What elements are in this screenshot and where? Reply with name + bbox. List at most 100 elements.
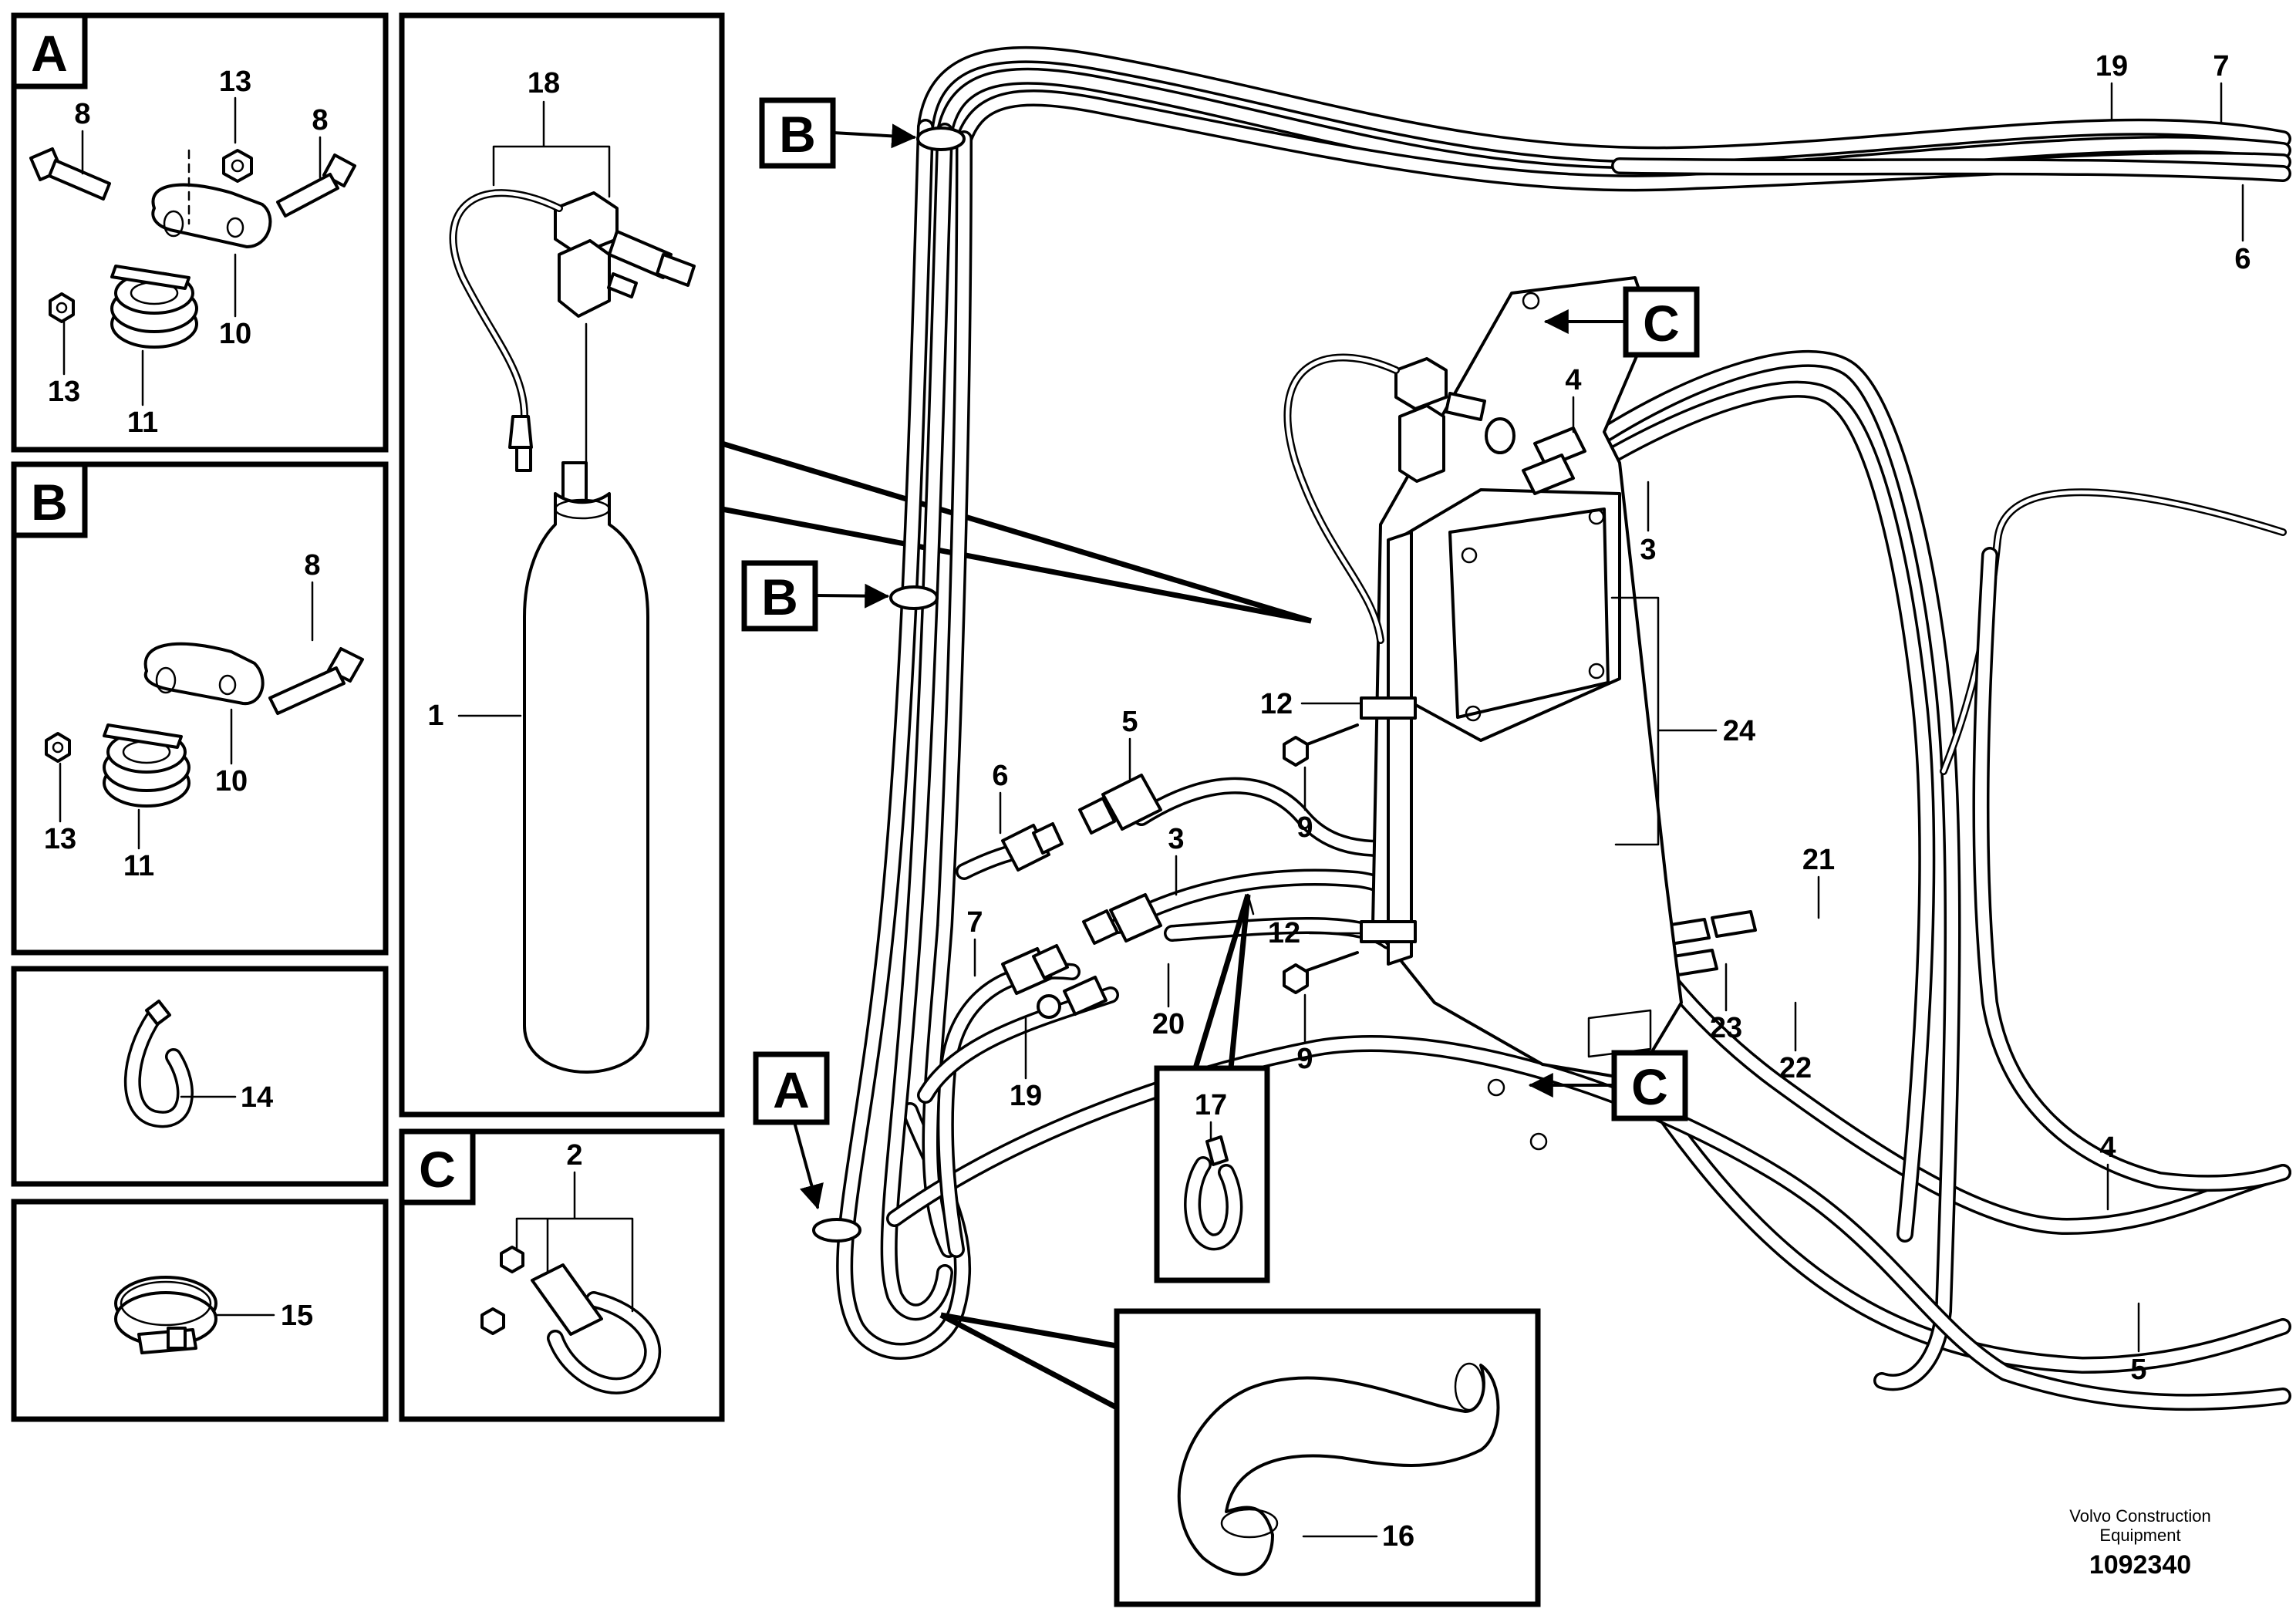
label-8: 8: [304, 549, 320, 582]
detail-frame-c: C 2: [399, 1128, 725, 1422]
grommet-b-lower: [889, 585, 939, 610]
bracket-10: [143, 642, 265, 706]
frame-c-letter: C: [419, 1141, 456, 1198]
callout-19-top: 19: [2095, 50, 2128, 83]
label-13: 13: [219, 66, 251, 98]
bolt-9-top: [1283, 723, 1359, 767]
label-11: 11: [123, 850, 154, 882]
callout-5-bottom: 5: [2130, 1354, 2146, 1386]
callout-22: 22: [1779, 1052, 1812, 1084]
callout-9-top: 9: [1296, 811, 1313, 844]
label-14: 14: [241, 1081, 273, 1114]
frame-b-letter-box: [11, 461, 88, 538]
grommet-b-upper: [916, 126, 966, 151]
callout-6-mid: 6: [992, 760, 1008, 792]
top-valve: [1283, 353, 1486, 644]
left-hose-loop: [836, 119, 973, 1360]
footer: Volvo Construction Equipment 1092340: [2069, 1506, 2210, 1580]
label-8: 8: [74, 98, 90, 130]
callout-3-top: 3: [1640, 534, 1656, 566]
tag-b-lower: B: [741, 560, 890, 632]
detail-frame-17: 17: [1154, 893, 1270, 1283]
tag-c-upper-letter: C: [1643, 295, 1680, 352]
bolt-8: [268, 647, 364, 715]
label-17: 17: [1195, 1089, 1227, 1121]
callout-7-mid: 7: [966, 906, 983, 939]
caption-line-1: Volvo Construction: [2069, 1506, 2210, 1526]
document-number: 1092340: [2089, 1550, 2191, 1580]
label-10: 10: [219, 318, 251, 350]
detail-frame-a: A 13: [11, 12, 389, 453]
main-callouts: 19 7 6 4 3 24 12 9 12 9 5 6 3 7 20 19 21…: [966, 50, 2250, 1386]
control-block-24: [1387, 488, 1621, 966]
bolt-8-right: [276, 153, 356, 218]
bracket-10: [151, 149, 272, 248]
label-16: 16: [1382, 1520, 1414, 1553]
accumulator-cylinder: [523, 461, 649, 1074]
detail-frame-16: 16: [939, 1308, 1541, 1607]
label-13: 13: [48, 376, 80, 408]
label-18: 18: [528, 67, 560, 99]
callout-21: 21: [1802, 844, 1835, 876]
label-10: 10: [215, 765, 248, 798]
nut-13-top: [222, 149, 253, 183]
callout-20: 20: [1152, 1008, 1185, 1040]
bolt-9-bottom: [1283, 951, 1359, 994]
callout-9-bottom: 9: [1296, 1043, 1313, 1075]
cable-tie: [123, 1000, 194, 1128]
frame-a-letter-box: [11, 12, 88, 89]
right-sensor-wire: [1940, 488, 2291, 1192]
label-1: 1: [427, 700, 443, 732]
nut-13-bottom: [49, 292, 75, 323]
couplings: [1001, 774, 1757, 1019]
callout-12-top: 12: [1260, 688, 1293, 720]
tag-a-letter: A: [773, 1061, 810, 1118]
upper-hose-bundle: [917, 46, 2291, 192]
detail-frame-accumulator: 18 1: [399, 12, 725, 1118]
tag-b-upper-letter: B: [779, 106, 816, 163]
bent-tube-16: [1177, 1362, 1500, 1576]
tag-c-upper: C: [1543, 286, 1700, 358]
callout-4-bottom: 4: [2099, 1131, 2116, 1164]
callout-6-right: 6: [2234, 243, 2250, 275]
frame-b-letter: B: [31, 474, 68, 531]
tag-b-lower-letter: B: [761, 568, 798, 626]
bolt-8-left: [29, 147, 111, 201]
grommet-11: [103, 723, 190, 808]
tag-a: A: [753, 1051, 830, 1210]
frame-a-letter: A: [31, 25, 68, 82]
detail-frame-14: 14: [11, 966, 389, 1187]
sensor-hose: [449, 189, 563, 472]
label-13: 13: [44, 823, 76, 855]
p-clamp-2: [480, 1246, 662, 1394]
clip-12-bottom: [1360, 920, 1417, 943]
label-2: 2: [566, 1139, 582, 1172]
callout-24: 24: [1723, 715, 1755, 747]
accumulator-leader: [720, 440, 1313, 624]
callout-4-top: 4: [1565, 364, 1581, 396]
callout-12-bottom: 12: [1268, 917, 1300, 949]
nut-13: [45, 732, 71, 763]
detail-frame-15: 15: [11, 1199, 389, 1422]
main-assembly: [812, 46, 2291, 1411]
label-11: 11: [127, 406, 158, 439]
tag-c-lower-letter: C: [1631, 1058, 1668, 1115]
grommet-11: [110, 265, 198, 349]
clip-12-top: [1360, 696, 1417, 720]
block-fittings: [1485, 417, 1586, 495]
callout-7-top: 7: [2213, 50, 2229, 83]
pressure-valve: [554, 191, 696, 464]
frame-c-letter-box: [399, 1128, 476, 1206]
detail-frame-b: B 8 10 13 11: [11, 461, 389, 956]
callout-23: 23: [1710, 1012, 1742, 1044]
label-8: 8: [312, 104, 328, 137]
callout-19-mid: 19: [1010, 1080, 1042, 1112]
callout-5-mid: 5: [1121, 706, 1138, 738]
p-clip-17: [1184, 1135, 1243, 1251]
tag-c-lower: C: [1528, 1050, 1688, 1121]
label-15: 15: [281, 1300, 313, 1332]
caption-line-2: Equipment: [2099, 1526, 2180, 1545]
grommet-a: [812, 1218, 861, 1243]
callout-3-mid: 3: [1168, 823, 1184, 855]
